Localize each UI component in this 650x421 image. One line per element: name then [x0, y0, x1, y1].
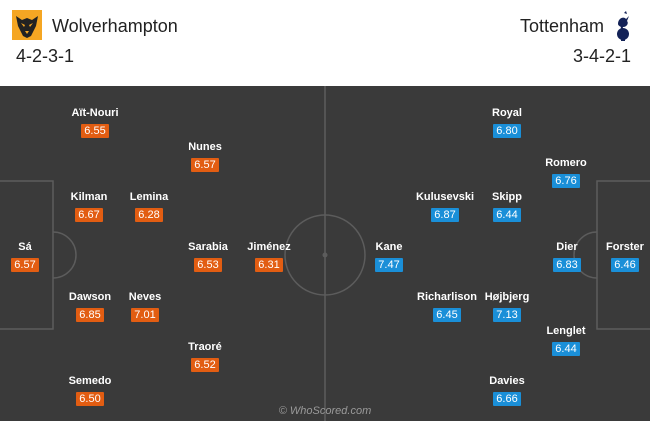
- player-rating-badge: 7.47: [375, 258, 403, 272]
- away-player[interactable]: Richarlison 6.45: [412, 290, 482, 323]
- player-rating-badge: 6.66: [493, 392, 521, 406]
- player-name: Romero: [545, 157, 587, 169]
- player-name: Nunes: [188, 141, 222, 153]
- home-player[interactable]: Aït-Nouri 6.55: [60, 106, 130, 139]
- player-rating-badge: 6.44: [493, 208, 521, 222]
- player-rating-badge: 6.83: [553, 258, 581, 272]
- away-player[interactable]: Dier 6.83: [532, 240, 602, 273]
- player-rating-badge: 6.44: [552, 342, 580, 356]
- player-rating-badge: 6.50: [76, 392, 104, 406]
- away-player[interactable]: Højbjerg 7.13: [472, 290, 542, 323]
- home-player[interactable]: Nunes 6.57: [170, 140, 240, 173]
- home-player[interactable]: Kilman 6.67: [54, 190, 124, 223]
- player-name: Sarabia: [188, 241, 228, 253]
- away-player[interactable]: Lenglet 6.44: [531, 324, 601, 357]
- player-name: Davies: [489, 375, 525, 387]
- player-name: Aït-Nouri: [71, 107, 119, 119]
- home-team-name[interactable]: Wolverhampton: [52, 16, 178, 36]
- player-rating-badge: 6.76: [552, 174, 580, 188]
- player-name: Kulusevski: [415, 191, 475, 203]
- home-player[interactable]: Dawson 6.85: [55, 290, 125, 323]
- player-name: Royal: [492, 107, 522, 119]
- player-rating-badge: 6.87: [431, 208, 459, 222]
- player-rating-badge: 6.55: [81, 124, 109, 138]
- home-player[interactable]: Jiménez 6.31: [234, 240, 304, 273]
- away-formation: 3-4-2-1: [572, 46, 631, 66]
- player-name: Jiménez: [247, 241, 291, 253]
- player-rating-badge: 6.85: [76, 308, 104, 322]
- away-player[interactable]: Kulusevski 6.87: [410, 190, 480, 223]
- player-rating-badge: 6.67: [75, 208, 103, 222]
- player-name: Dawson: [68, 291, 112, 303]
- player-name: Kilman: [70, 191, 108, 203]
- cockerel-icon: [617, 11, 629, 41]
- player-name: Lemina: [129, 191, 169, 203]
- player-rating-badge: 6.52: [191, 358, 219, 372]
- player-rating-badge: 6.57: [11, 258, 39, 272]
- player-name: Lenglet: [546, 325, 586, 337]
- watermark: © WhoScored.com: [278, 405, 372, 417]
- away-player[interactable]: Romero 6.76: [531, 156, 601, 189]
- away-player[interactable]: Davies 6.66: [472, 374, 542, 407]
- away-player[interactable]: Kane 7.47: [354, 240, 424, 273]
- player-rating-badge: 6.53: [194, 258, 222, 272]
- player-rating-badge: 7.01: [131, 308, 159, 322]
- player-name: Dier: [556, 241, 578, 253]
- player-name: Traoré: [188, 341, 222, 353]
- player-rating-badge: 6.28: [135, 208, 163, 222]
- match-header: Wolverhampton 4-2-3-1 Tottenham 3-4-2-1: [0, 0, 650, 86]
- player-rating-badge: 6.80: [493, 124, 521, 138]
- wolf-head-icon: [12, 10, 42, 40]
- pitch-markings: [0, 86, 650, 421]
- home-player[interactable]: Neves 7.01: [110, 290, 180, 323]
- player-rating-badge: 7.13: [493, 308, 521, 322]
- player-name: Skipp: [492, 191, 522, 203]
- player-name: Kane: [375, 241, 403, 253]
- home-player[interactable]: Lemina 6.28: [114, 190, 184, 223]
- home-formation: 4-2-3-1: [16, 46, 75, 66]
- player-name: Sá: [18, 241, 32, 253]
- player-rating-badge: 6.57: [191, 158, 219, 172]
- away-player[interactable]: Royal 6.80: [472, 106, 542, 139]
- home-player[interactable]: Semedo 6.50: [55, 374, 125, 407]
- away-team-name[interactable]: Tottenham: [519, 16, 604, 36]
- home-player[interactable]: Sá 6.57: [0, 240, 60, 273]
- home-player[interactable]: Traoré 6.52: [170, 340, 240, 373]
- player-name: Højbjerg: [484, 291, 530, 303]
- player-name: Neves: [128, 291, 162, 303]
- player-rating-badge: 6.31: [255, 258, 283, 272]
- player-name: Richarlison: [417, 291, 477, 303]
- player-name: Forster: [606, 241, 644, 253]
- player-name: Semedo: [68, 375, 112, 387]
- home-player[interactable]: Sarabia 6.53: [173, 240, 243, 273]
- away-player[interactable]: Forster 6.46: [590, 240, 650, 273]
- away-player[interactable]: Skipp 6.44: [472, 190, 542, 223]
- player-rating-badge: 6.46: [611, 258, 639, 272]
- player-rating-badge: 6.45: [433, 308, 461, 322]
